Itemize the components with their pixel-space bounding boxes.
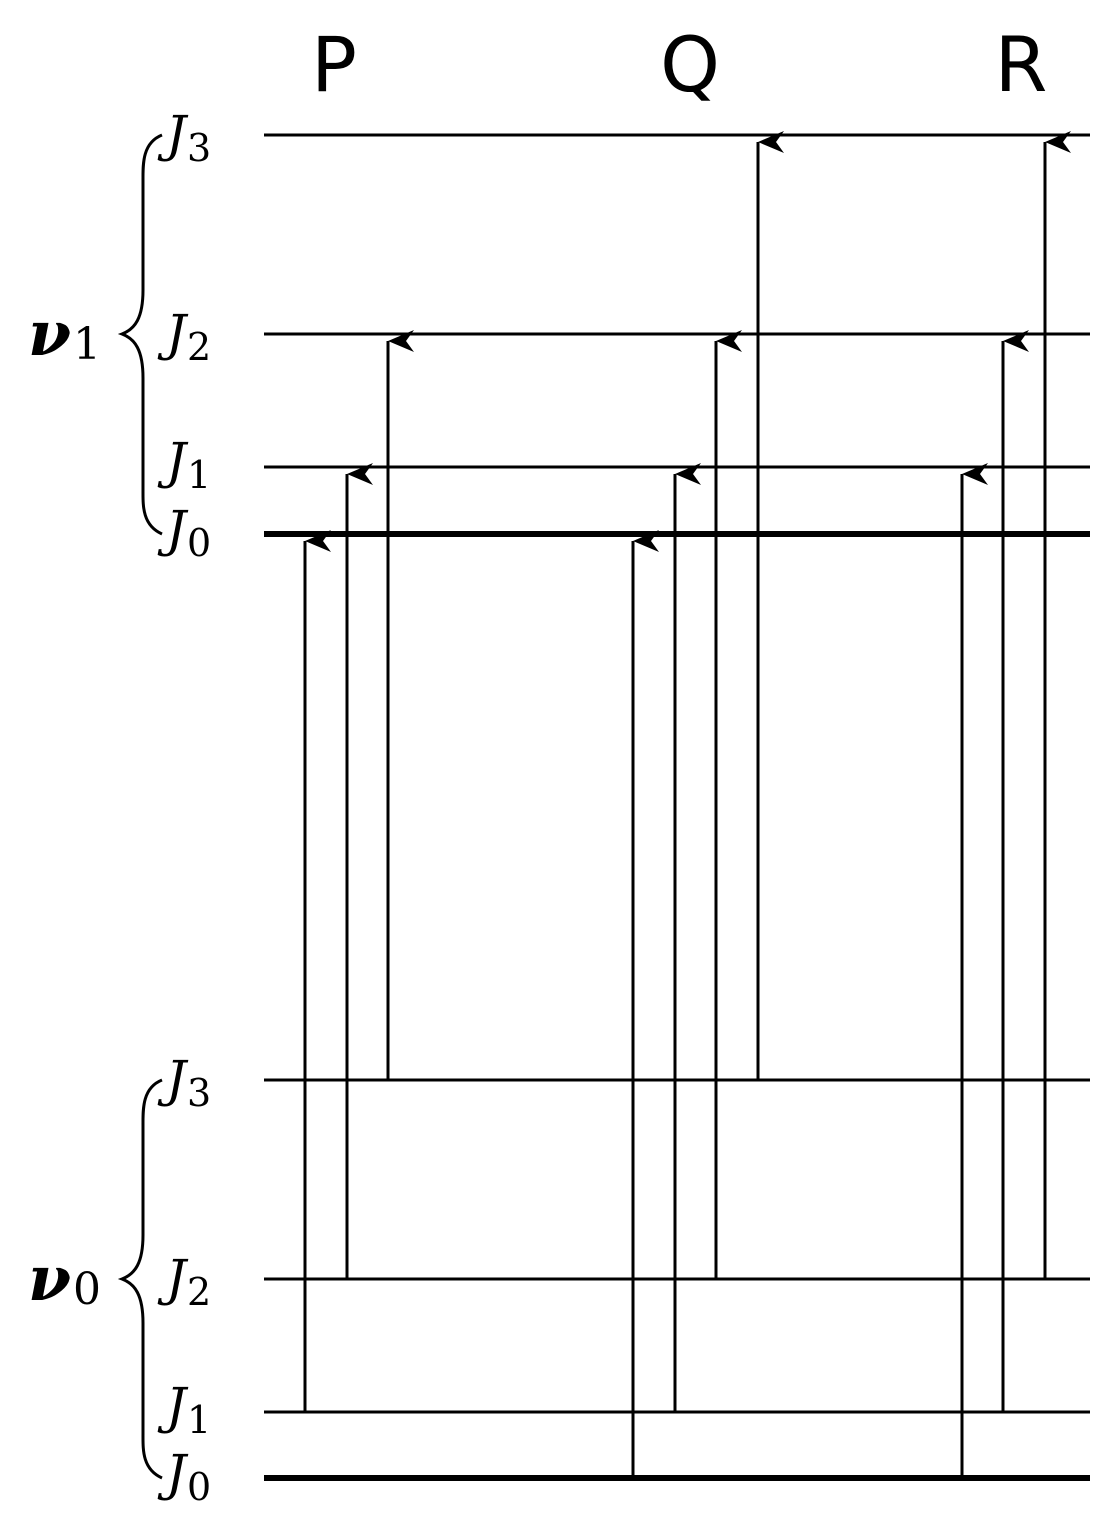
branch-label-q: Q xyxy=(660,20,720,109)
level-label-v1-j0: J0 xyxy=(157,500,211,565)
transition-arrows xyxy=(303,131,1071,1478)
branch-label-p: P xyxy=(311,20,357,109)
state-braces xyxy=(117,133,163,1480)
level-label-v0-j2: J2 xyxy=(157,1249,211,1314)
branch-labels: P Q R xyxy=(311,20,1047,109)
level-label-v1-j1: J1 xyxy=(157,432,211,497)
branch-label-r: R xyxy=(995,20,1048,109)
level-label-v1-j3: J3 xyxy=(157,105,211,170)
level-label-v0-j0: J0 xyxy=(157,1444,211,1509)
level-labels-v1: J3 J2 J1 J0 xyxy=(157,105,211,565)
level-labels-v0: J3 J2 J1 J0 xyxy=(157,1050,211,1509)
level-label-v1-j2: J2 xyxy=(157,304,211,369)
state-labels: ν1 ν0 xyxy=(28,297,101,1315)
state-label-v0: ν0 xyxy=(28,1242,101,1315)
level-label-v0-j3: J3 xyxy=(157,1050,211,1115)
level-label-v0-j1: J1 xyxy=(157,1377,211,1442)
state-label-v1: ν1 xyxy=(28,297,101,370)
brace-v0 xyxy=(117,1078,163,1480)
brace-v1 xyxy=(117,133,163,536)
